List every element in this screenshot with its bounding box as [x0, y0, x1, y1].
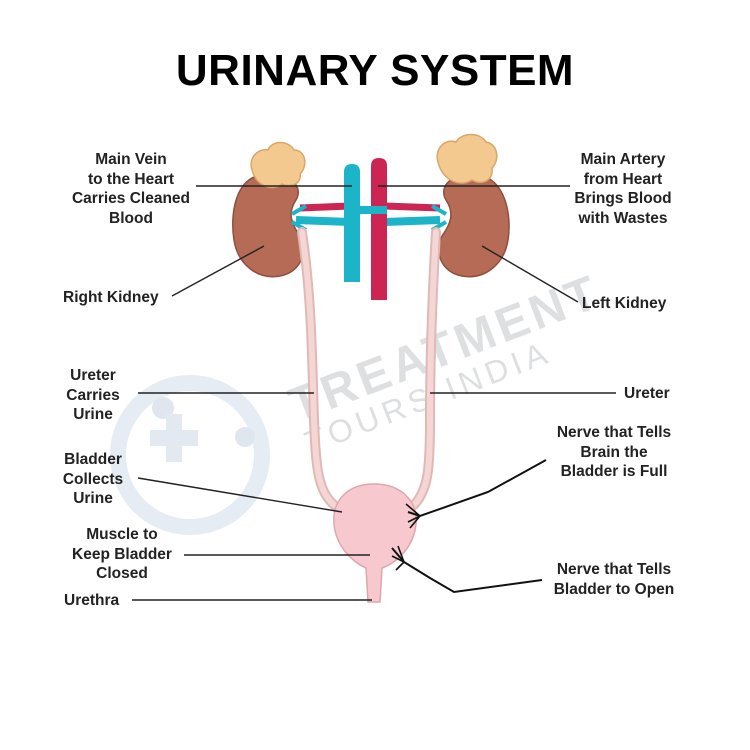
- leader-bladder: [137, 477, 343, 513]
- vena-cava: [344, 164, 360, 282]
- label-right-kidney: Right Kidney: [63, 289, 159, 306]
- bladder-shape: [333, 483, 417, 603]
- label-left-kidney: Left Kidney: [582, 295, 667, 312]
- label-urethra: Urethra: [64, 592, 120, 609]
- left-kidney-shape: [437, 173, 510, 278]
- label-main-vein: Main Vein to the Heart Carries Cleaned B…: [71, 151, 191, 227]
- left-adrenal-gland: [436, 133, 498, 184]
- label-main-artery: Main Artery from Heart Brings Blood with…: [574, 151, 672, 227]
- leader-right-kidney: [171, 245, 265, 297]
- label-nerve-open: Nerve that Tells Bladder to Open: [553, 561, 675, 598]
- aorta: [371, 158, 387, 300]
- label-bladder: Bladder Collects Urine: [62, 451, 124, 507]
- label-ureter-right: Ureter: [624, 385, 670, 402]
- nerve-bladder-open: [391, 547, 543, 594]
- label-muscle: Muscle to Keep Bladder Closed: [72, 526, 172, 582]
- label-nerve-full: Nerve that Tells Brain the Bladder is Fu…: [556, 424, 672, 480]
- label-ureter-left: Ureter Carries Urine: [66, 367, 120, 423]
- right-kidney-shape: [232, 173, 305, 278]
- page-title: URINARY SYSTEM: [175, 46, 575, 95]
- nerve-bladder-full: [407, 459, 547, 518]
- leader-left-kidney: [481, 245, 579, 303]
- right-adrenal-gland: [250, 141, 306, 189]
